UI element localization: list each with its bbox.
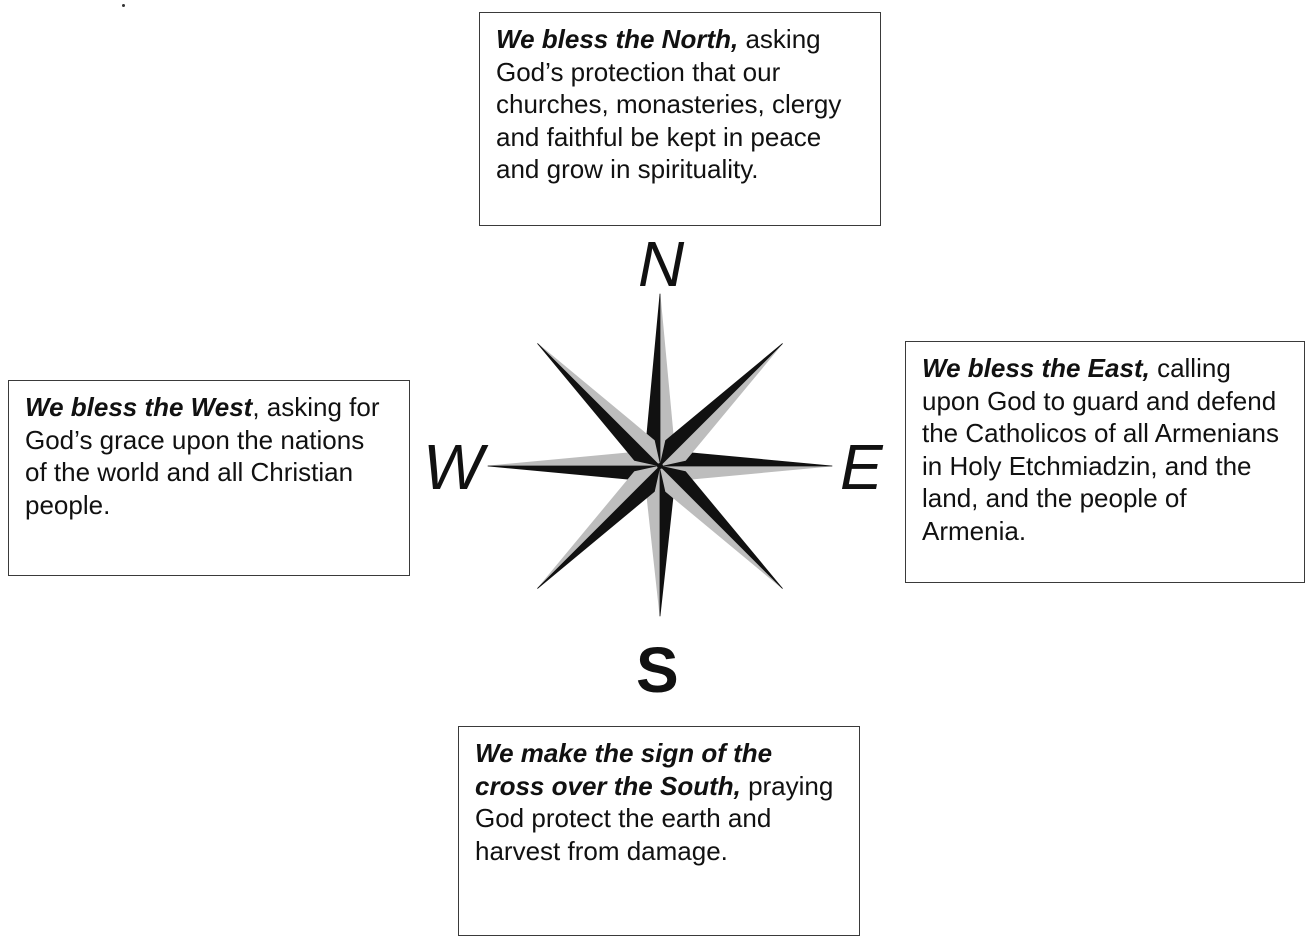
compass-ray-northwest-dark [538, 344, 660, 466]
compass-ray-southwest-dark [538, 466, 660, 588]
west-label: W [423, 435, 483, 499]
compass-ray-southeast-dark [660, 466, 782, 588]
compass-center [657, 463, 663, 469]
compass-rays [488, 294, 832, 616]
east-label: E [840, 435, 883, 499]
compass-ray-northeast-dark [660, 344, 782, 466]
south-label: S [636, 638, 679, 702]
north-label: N [638, 232, 684, 296]
